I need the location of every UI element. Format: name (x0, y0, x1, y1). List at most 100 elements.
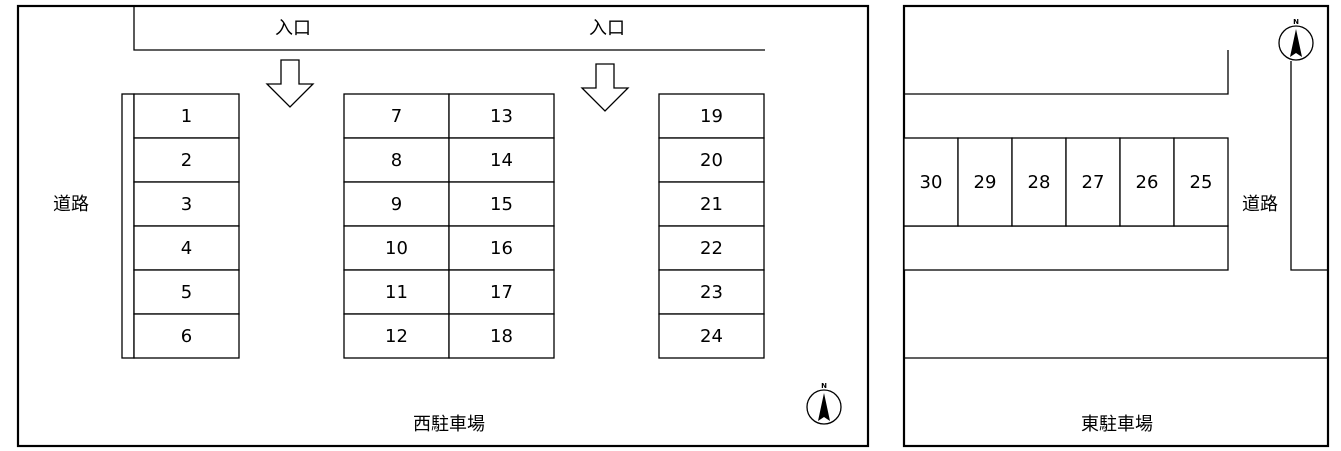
space-outline (957, 137, 1013, 227)
space-number: 6 (181, 326, 192, 347)
parking-space: 22 (658, 225, 765, 271)
space-outline (448, 181, 555, 227)
space-outline (658, 269, 765, 315)
parking-space: 26 (1119, 137, 1175, 227)
space-number: 8 (391, 150, 402, 171)
parking-space: 11 (343, 269, 450, 315)
space-outline (448, 313, 555, 359)
parking-space: 17 (448, 269, 555, 315)
parking-space: 24 (658, 313, 765, 359)
down-arrow-icon (580, 63, 630, 112)
parking-space: 21 (658, 181, 765, 227)
parking-space: 29 (957, 137, 1013, 227)
space-outline (903, 137, 959, 227)
aisle-strip (903, 225, 1229, 271)
entrance-label: 入口 (589, 18, 625, 39)
down-arrow-icon (265, 59, 315, 108)
parking-space: 23 (658, 269, 765, 315)
space-number: 1 (181, 106, 192, 127)
space-outline (1011, 137, 1067, 227)
space-number: 17 (490, 282, 513, 303)
road-label: 道路 (1242, 194, 1278, 215)
parking-space: 8 (343, 137, 450, 183)
space-number: 14 (490, 150, 513, 171)
space-number: 11 (385, 282, 408, 303)
space-outline (658, 137, 765, 183)
space-number: 29 (974, 172, 997, 193)
space-outline (658, 181, 765, 227)
space-number: 22 (700, 238, 723, 259)
parking-space: 25 (1173, 137, 1229, 227)
entrance-label: 入口 (275, 18, 311, 39)
space-number: 13 (490, 106, 513, 127)
parking-space: 6 (133, 313, 240, 359)
space-number: 9 (391, 194, 402, 215)
space-outline (133, 313, 240, 359)
space-outline (343, 181, 450, 227)
space-number: 23 (700, 282, 723, 303)
entrance-road-line (133, 6, 765, 51)
lot-edge-line (904, 50, 1229, 95)
parking-space: 27 (1065, 137, 1121, 227)
parking-space: 14 (448, 137, 555, 183)
east-parking-lot: 30 29 28 27 26 25 道路 東駐車場 N (902, 4, 1330, 448)
west-lot-boundary (16, 4, 870, 448)
space-number: 26 (1136, 172, 1159, 193)
parking-space: 30 (903, 137, 959, 227)
space-outline (448, 269, 555, 315)
parking-space: 2 (133, 137, 240, 183)
space-outline (448, 137, 555, 183)
parking-space: 13 (448, 93, 555, 139)
space-outline (1173, 137, 1229, 227)
space-outline (1065, 137, 1121, 227)
space-number: 5 (181, 282, 192, 303)
space-outline (343, 93, 450, 139)
parking-space: 10 (343, 225, 450, 271)
space-outline (658, 313, 765, 359)
space-number: 12 (385, 326, 408, 347)
space-outline (133, 225, 240, 271)
space-number: 24 (700, 326, 723, 347)
parking-space: 3 (133, 181, 240, 227)
parking-space: 5 (133, 269, 240, 315)
space-number: 21 (700, 194, 723, 215)
space-number: 25 (1190, 172, 1213, 193)
space-number: 18 (490, 326, 513, 347)
space-number: 27 (1082, 172, 1105, 193)
parking-space: 9 (343, 181, 450, 227)
space-outline (133, 137, 240, 183)
parking-space: 4 (133, 225, 240, 271)
west-parking-lot: 入口 入口 1234567891011121314151617181920212… (16, 4, 870, 448)
space-number: 10 (385, 238, 408, 259)
space-outline (343, 313, 450, 359)
space-outline (343, 137, 450, 183)
road-label: 道路 (53, 194, 89, 215)
space-number: 19 (700, 106, 723, 127)
space-outline (343, 269, 450, 315)
curb-strip (121, 93, 135, 359)
space-outline (133, 181, 240, 227)
parking-space: 16 (448, 225, 555, 271)
svg-text:N: N (1293, 18, 1299, 26)
lot-title: 西駐車場 (413, 414, 485, 435)
lot-title: 東駐車場 (1081, 414, 1153, 435)
parking-space: 18 (448, 313, 555, 359)
space-number: 30 (920, 172, 943, 193)
north-compass-icon: N (806, 382, 842, 425)
parking-space: 12 (343, 313, 450, 359)
parking-space: 28 (1011, 137, 1067, 227)
parking-space: 15 (448, 181, 555, 227)
space-number: 15 (490, 194, 513, 215)
parking-space: 7 (343, 93, 450, 139)
space-number: 28 (1028, 172, 1051, 193)
space-number: 4 (181, 238, 192, 259)
space-number: 2 (181, 150, 192, 171)
space-number: 3 (181, 194, 192, 215)
space-number: 7 (391, 106, 402, 127)
parking-space: 19 (658, 93, 765, 139)
space-outline (448, 225, 555, 271)
space-outline (1119, 137, 1175, 227)
road-edge-line (1290, 61, 1328, 271)
north-compass-icon: N (1278, 18, 1314, 61)
